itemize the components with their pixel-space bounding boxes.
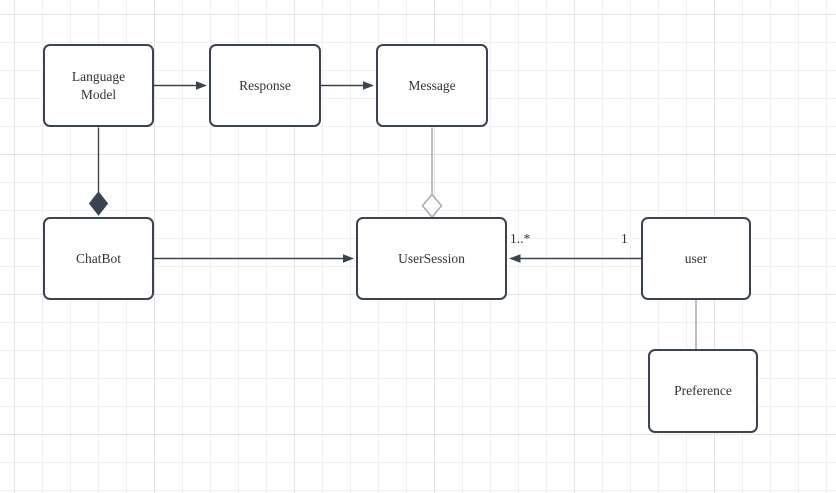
- edge-message-user-session-aggregation[interactable]: [421, 127, 443, 219]
- node-language-model[interactable]: Language Model: [43, 44, 154, 127]
- node-user-session[interactable]: UserSession: [356, 217, 507, 300]
- multiplicity-label-target[interactable]: 1..*: [510, 231, 531, 246]
- node-message[interactable]: Message: [376, 44, 488, 127]
- edge-response-to-message[interactable]: [321, 81, 374, 90]
- node-user[interactable]: user: [641, 217, 751, 300]
- edge-language-model-chatbot-composition[interactable]: [88, 127, 109, 216]
- node-label-preference: Preference: [674, 383, 732, 399]
- node-label-user-session: UserSession: [398, 250, 465, 266]
- arrowhead-left-icon: [509, 254, 521, 263]
- node-preference[interactable]: Preference: [648, 349, 758, 433]
- edge-chatbot-to-user-session[interactable]: [154, 254, 354, 263]
- node-label-user: user: [684, 250, 708, 266]
- node-label-language-model: Language Model: [71, 68, 126, 102]
- node-label-chatbot: ChatBot: [75, 250, 121, 266]
- multiplicity-label-source[interactable]: 1: [621, 231, 628, 246]
- node-label-response: Response: [239, 77, 291, 93]
- node-response[interactable]: Response: [209, 44, 321, 127]
- node-chatbot[interactable]: ChatBot: [43, 217, 154, 300]
- edge-language-model-to-response[interactable]: [154, 81, 207, 90]
- aggregation-diamond-icon: [421, 193, 443, 219]
- node-label-message: Message: [408, 77, 456, 93]
- composition-diamond-icon: [88, 191, 109, 216]
- edge-user-to-user-session[interactable]: [509, 254, 641, 263]
